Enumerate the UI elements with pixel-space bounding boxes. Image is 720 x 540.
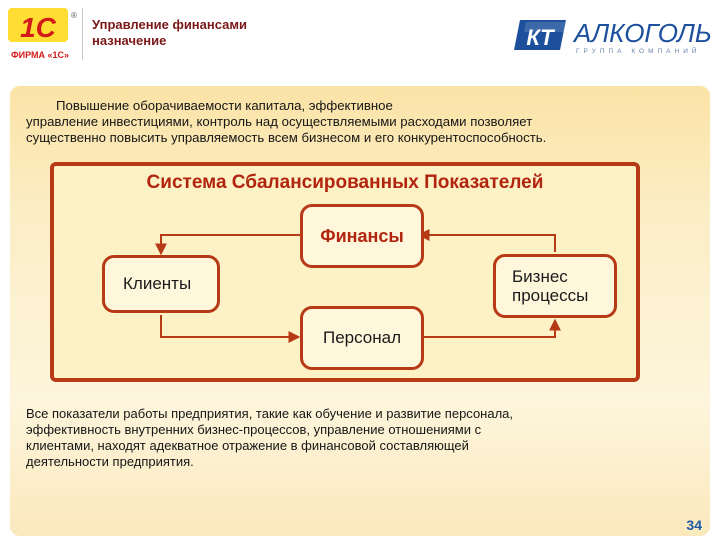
intro-line: существенно повысить управляемость всем …: [26, 130, 547, 145]
arrow-clients-to-personnel: [160, 315, 301, 343]
node-finance: Финансы: [300, 204, 424, 268]
registered-mark: ®: [71, 11, 77, 20]
slide-subtitle: назначение: [92, 33, 167, 48]
conclusion-line: клиентами, находят адекватное отражение …: [26, 438, 469, 453]
conclusion-line: деятельности предприятия.: [26, 454, 194, 469]
conclusion-line: Все показатели работы предприятия, такие…: [26, 406, 514, 421]
slide-title: Управление финансами: [92, 17, 247, 32]
cycle-arrows: [155, 229, 561, 343]
intro-line: Повышение оборачиваемости капитала, эффе…: [56, 98, 393, 113]
alkogol-logo: КТ АЛКОГОЛЬ ГРУППА КОМПАНИЙ: [514, 18, 712, 55]
conclusion-paragraph: Все показатели работы предприятия, такие…: [26, 406, 706, 470]
arrow-personnel-to-business: [420, 318, 561, 338]
node-business-processes: Бизнес процессы: [493, 254, 617, 318]
conclusion-line: эффективность внутренних бизнес-процессо…: [26, 422, 482, 437]
kt-logo-mark: КТ: [526, 25, 555, 50]
header-divider: [82, 8, 83, 60]
node-business-line1: Бизнес: [512, 267, 568, 286]
node-personnel: Персонал: [300, 306, 424, 370]
kt-logo-name: АЛКОГОЛЬ: [572, 18, 712, 48]
arrow-finance-to-clients: [155, 234, 300, 256]
arrow-business-to-finance: [417, 229, 556, 252]
1c-logo-mark: 1С: [20, 12, 57, 43]
node-clients: Клиенты: [102, 255, 220, 313]
1c-logo: 1С ® ФИРМА «1С»: [8, 8, 77, 60]
page-number: 34: [686, 517, 702, 533]
slide-header: 1С ® ФИРМА «1С» Управление финансами наз…: [0, 0, 720, 70]
bsc-title: Система Сбалансированных Показателей: [146, 172, 544, 193]
intro-paragraph: Повышение оборачиваемости капитала, эффе…: [26, 98, 706, 146]
1c-logo-caption: ФИРМА «1С»: [11, 50, 69, 60]
bsc-diagram: Система Сбалансированных Показателей Фин…: [50, 162, 640, 382]
kt-logo-tagline: ГРУППА КОМПАНИЙ: [576, 46, 701, 55]
node-business-line2: процессы: [512, 286, 589, 305]
intro-line: управление инвестициями, контроль над ос…: [26, 114, 533, 129]
